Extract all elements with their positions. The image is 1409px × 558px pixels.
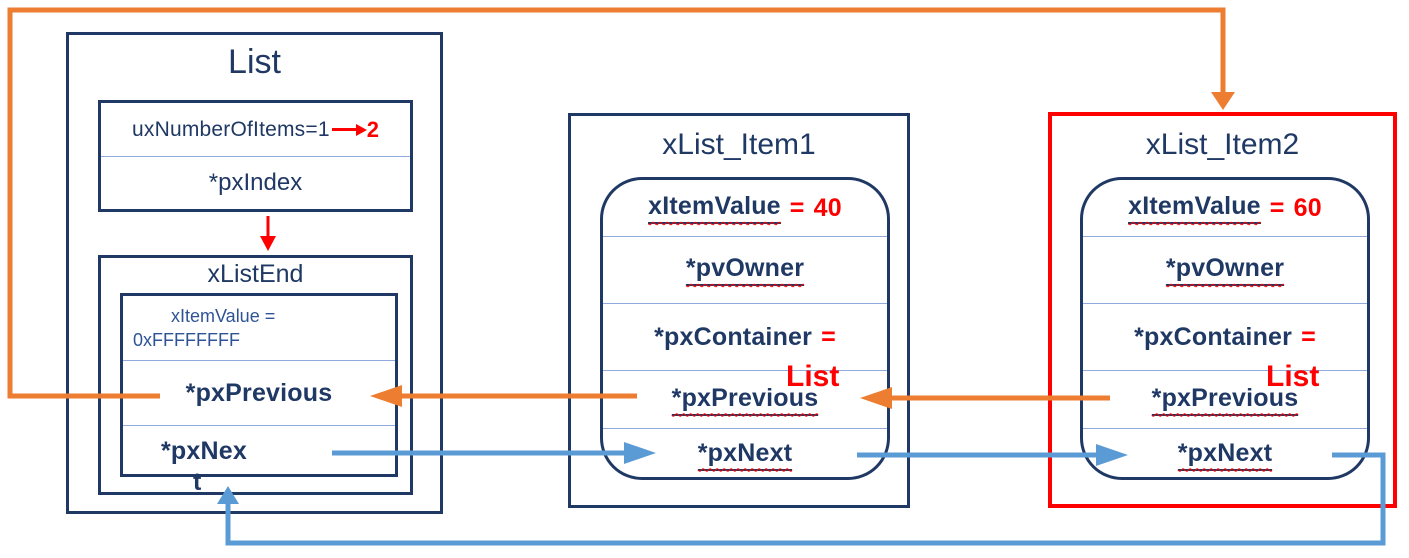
list-item1-box: xList_Item1 xItemValue = 40 *pvOwner *px… (568, 113, 910, 508)
item1-previous-row: *pxPrevious (603, 370, 887, 428)
item1-next-row: *pxNext (603, 428, 887, 480)
list-end-next-label: *pxNex (161, 437, 247, 465)
list-box-title: List (228, 43, 281, 81)
list-header-box: uxNumberOfItems=1 2 *pxIndex (98, 100, 413, 212)
item2-container-equals: = (1301, 322, 1316, 351)
list-item2-box: xList_Item2 xItemValue = 60 *pvOwner *px… (1048, 112, 1397, 508)
index-row: *pxIndex (101, 156, 410, 209)
item2-title: xList_Item2 (1145, 128, 1300, 161)
arrowhead-listend-previous-to-item2 (1211, 92, 1235, 110)
number-of-items-label: uxNumberOfItems=1 (132, 117, 330, 141)
item1-owner-row: *pvOwner (603, 236, 887, 303)
item1-item-value-equals: = (789, 193, 805, 222)
item2-owner-label: *pvOwner (1165, 254, 1285, 286)
list-end-box: xListEnd xItemValue = 0xFFFFFFFF *pxPrev… (98, 255, 413, 495)
list-end-title: xListEnd (207, 260, 304, 288)
item2-previous-row: *pxPrevious (1083, 370, 1367, 428)
number-of-items-new-value: 2 (366, 116, 379, 142)
item1-title: xList_Item1 (662, 128, 816, 161)
item2-item-value-equals: = (1269, 193, 1285, 222)
list-end-next-row: *pxNex (123, 425, 395, 477)
item2-next-row: *pxNext (1083, 428, 1367, 480)
list-box: List uxNumberOfItems=1 2 *pxIndex xListE… (66, 32, 443, 514)
list-end-previous-label: *pxPrevious (185, 378, 333, 407)
item2-next-label: *pxNext (1177, 439, 1273, 471)
item2-container-label: *pxContainer (1134, 322, 1293, 351)
item1-container-equals: = (821, 322, 836, 351)
list-end-previous-row: *pxPrevious (123, 360, 395, 425)
item1-container-label: *pxContainer (654, 322, 813, 351)
list-end-record-box: xItemValue = 0xFFFFFFFF *pxPrevious *pxN… (120, 293, 398, 477)
item1-container-value: List (786, 360, 840, 393)
item1-item-value-row: xItemValue = 40 (603, 180, 887, 236)
index-label: *pxIndex (208, 169, 303, 196)
list-end-item-value-line1: xItemValue = (171, 305, 276, 326)
item2-owner-row: *pvOwner (1083, 236, 1367, 303)
item2-container-value: List (1266, 360, 1320, 393)
item2-item-value-label: xItemValue (1128, 192, 1261, 224)
item2-container-row: *pxContainer = (1083, 303, 1367, 370)
item1-item-value: 40 (813, 193, 842, 222)
item1-owner-label: *pvOwner (685, 254, 805, 286)
item1-next-label: *pxNext (697, 439, 793, 471)
number-of-items-row: uxNumberOfItems=1 2 (101, 103, 410, 156)
item1-item-value-label: xItemValue (648, 192, 781, 224)
list-end-item-value-row: xItemValue = 0xFFFFFFFF (123, 296, 395, 360)
item2-item-value: 60 (1293, 193, 1322, 222)
item1-container-row: *pxContainer = (603, 303, 887, 370)
item1-record-box: xItemValue = 40 *pvOwner *pxContainer = … (600, 177, 890, 480)
list-end-next-overflow-char: t (193, 468, 202, 496)
list-end-item-value-line2: 0xFFFFFFFF (133, 330, 240, 350)
item2-record-box: xItemValue = 60 *pvOwner *pxContainer = … (1080, 177, 1370, 480)
item2-item-value-row: xItemValue = 60 (1083, 180, 1367, 236)
value-update-arrow-icon (331, 128, 356, 131)
